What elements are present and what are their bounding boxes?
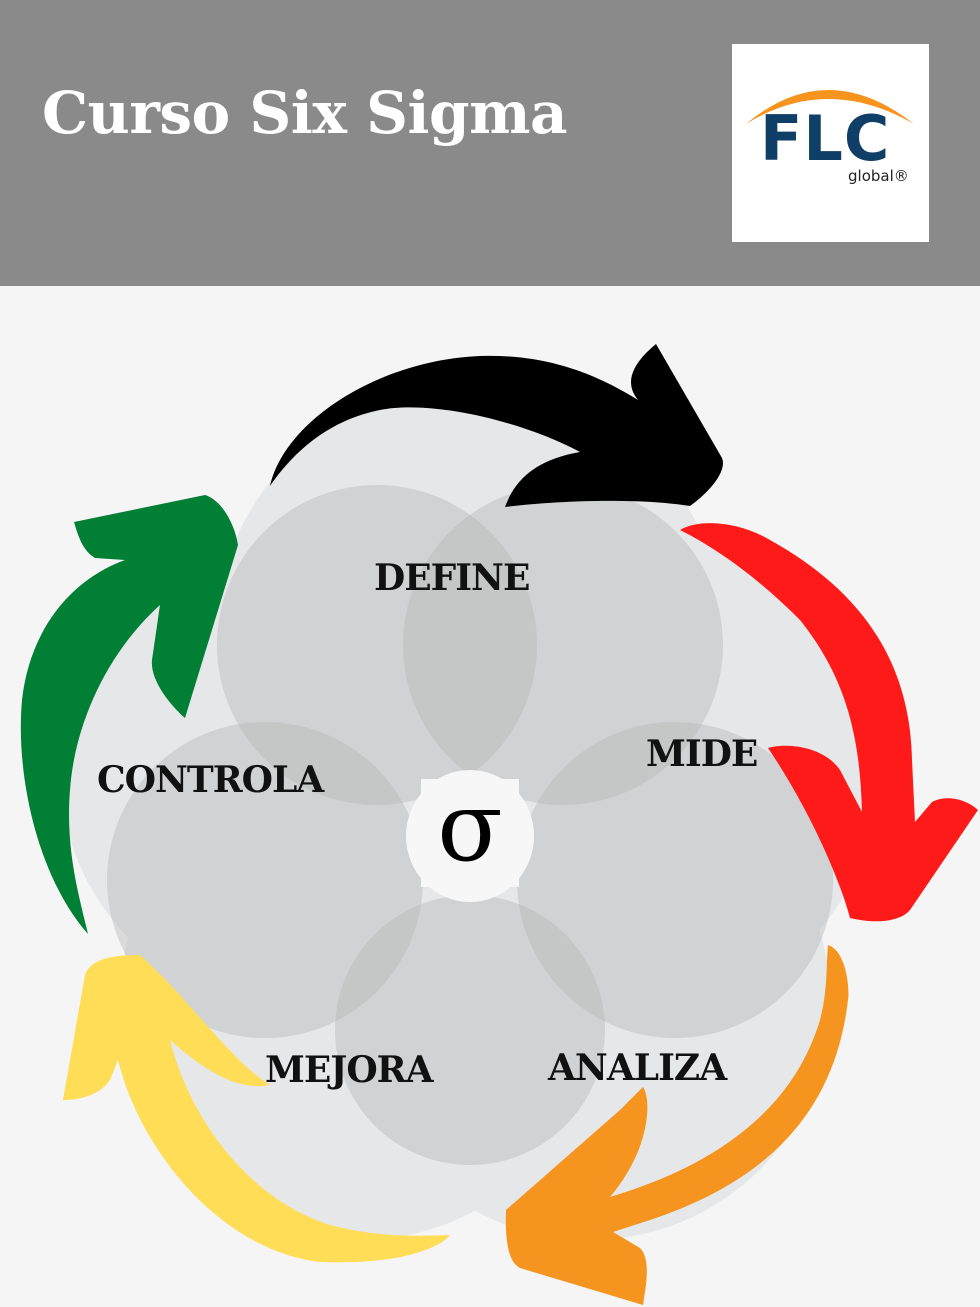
header-banner: Curso Six Sigma FLC global® xyxy=(0,0,980,286)
sigma-icon: σ xyxy=(437,771,503,883)
logo-brand-text: FLC xyxy=(760,102,891,175)
phase-label-mejora: MEJORA xyxy=(265,1049,434,1091)
analiza-arrow-icon xyxy=(505,945,849,1305)
mejora-arrow-icon xyxy=(63,955,450,1263)
sigma-badge-background xyxy=(406,770,534,902)
mide-arrow-icon xyxy=(680,523,978,922)
flc-global-logo: FLC global® xyxy=(732,44,929,242)
rosette-circles xyxy=(107,485,833,1165)
define-arrow-icon xyxy=(270,344,723,507)
phase-label-controla: CONTROLA xyxy=(97,759,324,801)
logo-arc-icon xyxy=(746,90,914,124)
logo-subtitle-text: global® xyxy=(848,167,909,185)
phase-label-mide: MIDE xyxy=(646,733,758,775)
controla-arrow-icon xyxy=(20,495,238,934)
sigma-center-badge: σ xyxy=(405,771,535,891)
phase-label-define: DEFINE xyxy=(374,557,530,599)
phase-label-analiza: ANALIZA xyxy=(548,1047,727,1089)
page-title: Curso Six Sigma xyxy=(42,79,568,147)
